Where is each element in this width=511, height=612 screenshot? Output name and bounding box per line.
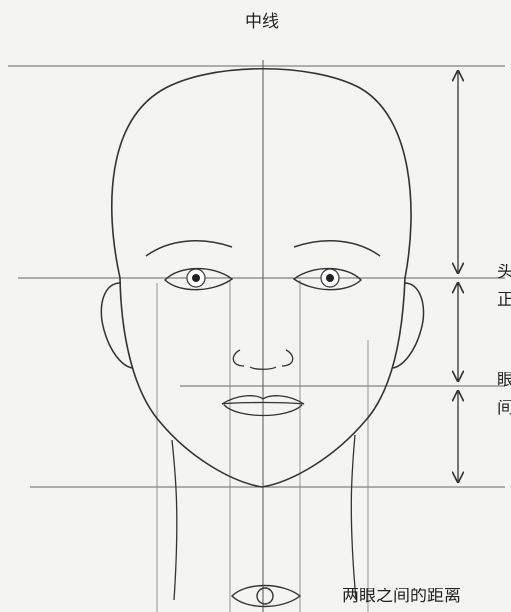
eye-symbol-icon <box>232 586 300 607</box>
right-label-lower-2: 间 <box>497 400 511 417</box>
right-label-lower-1: 眼 <box>497 372 511 389</box>
right-eye <box>294 269 361 290</box>
right-eyebrow <box>294 241 380 256</box>
right-label-upper-1: 头 <box>497 264 511 281</box>
left-eye <box>165 269 232 290</box>
midline-label: 中线 <box>245 14 279 31</box>
right-label-upper-2: 正 <box>497 292 511 309</box>
bottom-label: 两眼之间的距离 <box>342 588 511 605</box>
left-eyebrow <box>146 241 232 256</box>
left-ear <box>101 283 132 368</box>
neck <box>172 435 356 600</box>
right-ear <box>393 283 424 368</box>
